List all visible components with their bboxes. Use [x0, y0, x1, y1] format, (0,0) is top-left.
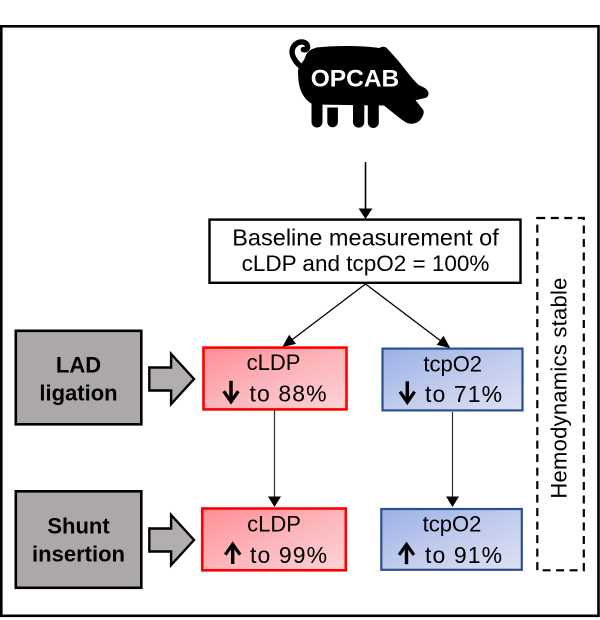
svg-text:OPCAB: OPCAB [311, 66, 399, 93]
svg-text:to 91%: to 91% [425, 542, 503, 568]
svg-text:cLDP: cLDP [247, 511, 301, 536]
svg-text:tcpO2: tcpO2 [423, 351, 482, 376]
svg-text:Shunt: Shunt [47, 514, 110, 539]
svg-text:Baseline measurement of: Baseline measurement of [232, 225, 499, 251]
svg-text:to 88%: to 88% [250, 381, 328, 407]
svg-text:ligation: ligation [39, 381, 117, 406]
svg-text:tcpO2: tcpO2 [423, 511, 482, 536]
svg-text:LAD: LAD [56, 353, 101, 378]
svg-text:to 71%: to 71% [425, 381, 503, 407]
svg-text:cLDP and tcpO2 = 100%: cLDP and tcpO2 = 100% [242, 251, 490, 276]
svg-text:cLDP: cLDP [247, 350, 301, 375]
svg-text:insertion: insertion [32, 542, 125, 567]
svg-text:to 99%: to 99% [250, 542, 328, 568]
svg-text:Hemodynamics stable: Hemodynamics stable [547, 277, 572, 498]
